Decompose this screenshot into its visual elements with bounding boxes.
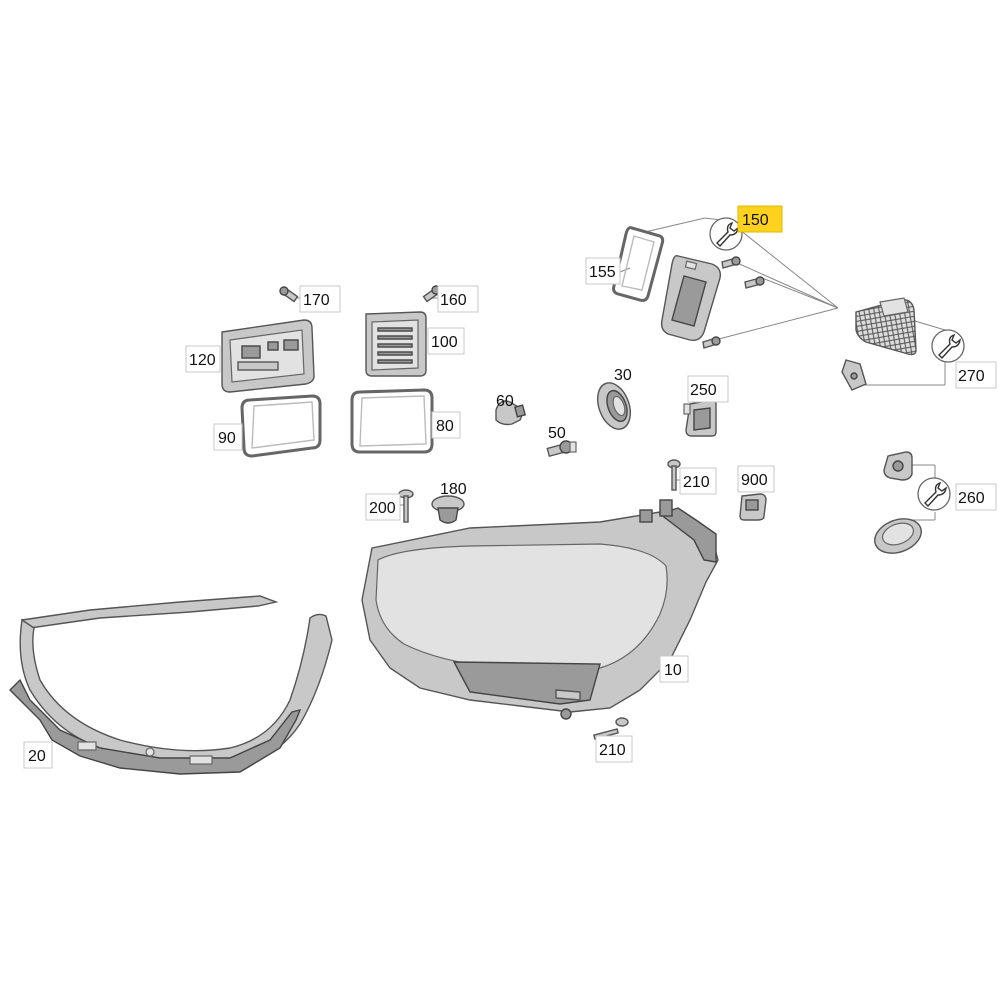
callout-60-text: 60 <box>496 393 514 410</box>
callout-270-text: 270 <box>958 368 985 385</box>
wrench-icon <box>917 477 951 511</box>
callout-170: 170 <box>299 285 341 313</box>
part-120-control-unit <box>221 319 315 393</box>
callout-210-upper: 210 <box>679 467 717 495</box>
callout-180: 180 <box>440 481 467 498</box>
part-260-adjuster <box>883 451 913 481</box>
callout-250: 250 <box>687 375 729 403</box>
callout-260: 260 <box>955 483 997 511</box>
callout-210-lower-text: 210 <box>599 742 626 759</box>
callout-155-text: 155 <box>589 264 616 281</box>
part-200-screw <box>398 489 414 523</box>
callout-50: 50 <box>548 425 566 442</box>
callout-180-text: 180 <box>440 481 467 498</box>
part-270-clip <box>841 359 867 391</box>
callout-120-text: 120 <box>189 352 216 369</box>
callout-170-text: 170 <box>303 292 330 309</box>
callout-200: 200 <box>365 493 401 521</box>
part-90-gasket <box>240 394 322 458</box>
part-180-cap <box>431 495 465 524</box>
part-155-gasket <box>612 226 665 302</box>
callout-160: 160 <box>437 285 479 313</box>
callout-100: 100 <box>427 327 465 355</box>
part-100-led-module <box>365 311 427 377</box>
callout-50-text: 50 <box>548 425 566 442</box>
callout-10-text: 10 <box>664 662 682 679</box>
part-250-socket <box>683 399 717 437</box>
part-170-screw <box>279 286 299 303</box>
callout-250-text: 250 <box>690 382 717 399</box>
callout-60: 60 <box>496 393 514 410</box>
callout-260-text: 260 <box>958 490 985 507</box>
part-150-cover <box>660 254 722 342</box>
callout-900-text: 900 <box>741 472 768 489</box>
callout-100-text: 100 <box>431 334 458 351</box>
part-260-cover <box>874 518 922 554</box>
part-20-trim-frame <box>9 595 333 775</box>
callout-90: 90 <box>213 423 243 451</box>
callout-150-text: 150 <box>742 212 769 229</box>
part-900-sensor <box>739 493 767 521</box>
callout-80: 80 <box>431 411 461 439</box>
callout-210-upper-text: 210 <box>683 474 710 491</box>
callout-80-text: 80 <box>436 418 454 435</box>
wrench-icon <box>931 329 965 363</box>
part-80-gasket <box>350 388 434 454</box>
callout-150: 150 <box>737 205 783 233</box>
part-60-bulb <box>495 400 527 426</box>
callout-10: 10 <box>659 655 689 683</box>
callout-210-lower: 210 <box>595 735 633 763</box>
callout-30-text: 30 <box>614 367 632 384</box>
callout-20: 20 <box>23 741 53 769</box>
callout-20-text: 20 <box>28 748 46 765</box>
callout-120: 120 <box>185 345 221 373</box>
part-150-screws <box>702 256 765 349</box>
callout-200-text: 200 <box>369 500 396 517</box>
callout-90-text: 90 <box>218 430 236 447</box>
wrench-icon <box>709 217 743 251</box>
callout-270: 270 <box>955 361 997 389</box>
part-210-screw-upper <box>667 459 681 491</box>
part-30-cap <box>596 382 632 430</box>
part-270-mesh <box>855 297 917 356</box>
callout-160-text: 160 <box>440 292 467 309</box>
part-50-screw <box>546 440 577 458</box>
callout-30: 30 <box>614 367 632 384</box>
callout-900: 900 <box>737 465 775 493</box>
callout-155: 155 <box>585 257 621 285</box>
part-10-headlamp <box>361 499 719 720</box>
